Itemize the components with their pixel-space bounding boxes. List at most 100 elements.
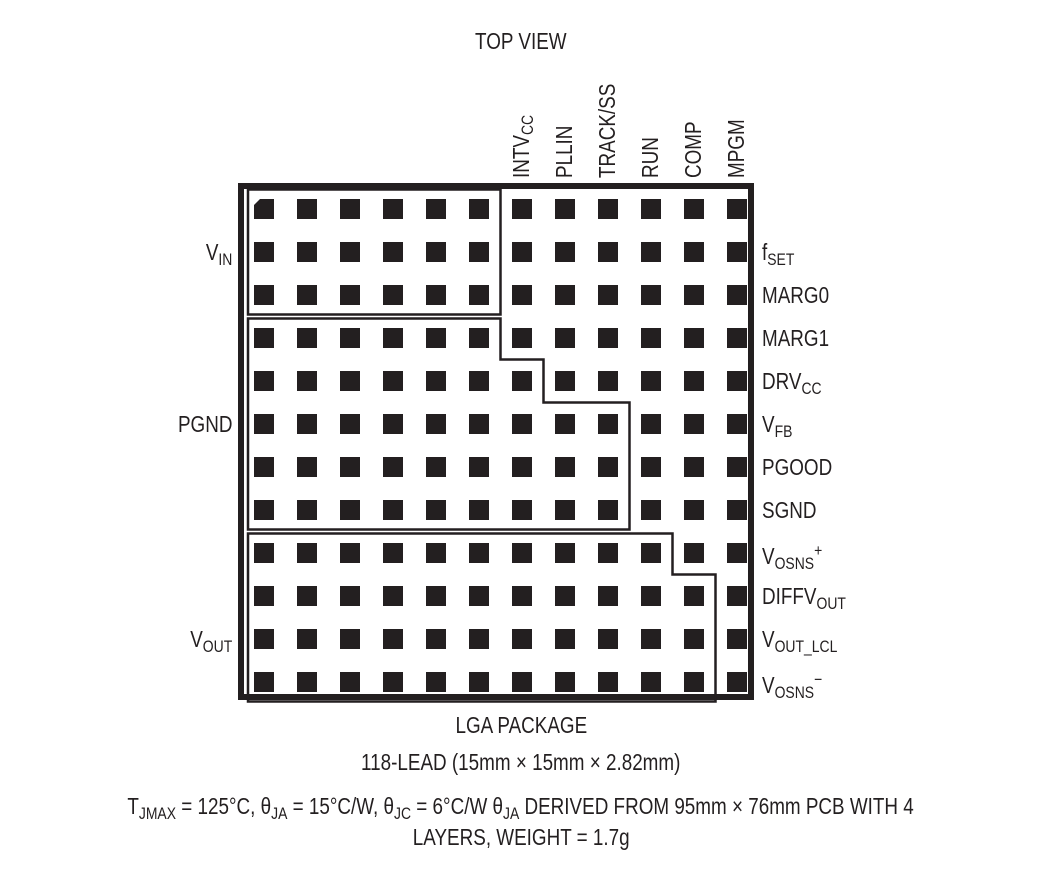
pin1-pad: [254, 199, 274, 219]
pad: [512, 457, 532, 477]
right-pin-label-marg1: MARG1: [762, 325, 830, 351]
pad: [555, 543, 575, 563]
pad: [641, 629, 661, 649]
pad: [254, 285, 274, 305]
top-pin-label-pllin: PLLIN: [551, 125, 577, 178]
pad: [254, 457, 274, 477]
pad: [469, 586, 489, 606]
pad: [512, 242, 532, 262]
pad: [598, 371, 618, 391]
pad: [297, 414, 317, 434]
pad: [727, 371, 747, 391]
pad: [469, 629, 489, 649]
pad: [555, 285, 575, 305]
pad: [684, 199, 704, 219]
pad: [383, 629, 403, 649]
pad: [426, 414, 446, 434]
pad: [297, 242, 317, 262]
pad: [684, 457, 704, 477]
pad: [469, 371, 489, 391]
pad: [684, 242, 704, 262]
left-group-label-vout: VOUT: [189, 626, 232, 656]
pad: [340, 371, 360, 391]
pad: [598, 543, 618, 563]
pad: [684, 328, 704, 348]
right-pin-label-vfb: VFB: [762, 411, 793, 441]
pad: [684, 586, 704, 606]
pad: [426, 586, 446, 606]
pad: [512, 500, 532, 520]
top-pin-label-run: RUN: [637, 137, 663, 178]
pad: [340, 586, 360, 606]
pad: [641, 672, 661, 692]
pad: [383, 199, 403, 219]
pad: [512, 414, 532, 434]
pad: [555, 371, 575, 391]
pad: [598, 629, 618, 649]
right-pin-label-diffvout: DIFFVOUT: [762, 583, 846, 613]
pad: [727, 629, 747, 649]
package-outline: [238, 183, 754, 700]
pin-group-outline-vout: [246, 532, 717, 703]
pad: [297, 543, 317, 563]
pad: [426, 457, 446, 477]
pad: [598, 328, 618, 348]
pad: [512, 285, 532, 305]
pad: [727, 199, 747, 219]
pad: [340, 285, 360, 305]
pad: [469, 414, 489, 434]
pad: [512, 629, 532, 649]
pad: [684, 500, 704, 520]
pad: [598, 586, 618, 606]
pad: [297, 629, 317, 649]
pad: [383, 500, 403, 520]
right-pin-label-pgood: PGOOD: [762, 454, 833, 480]
right-pin-label-voutlcl: VOUT_LCL: [762, 626, 838, 656]
pad: [383, 285, 403, 305]
pad: [469, 500, 489, 520]
pad: [469, 543, 489, 563]
pad: [598, 242, 618, 262]
pad: [598, 199, 618, 219]
pad: [598, 457, 618, 477]
pad: [254, 543, 274, 563]
left-group-label-vin: VIN: [205, 239, 232, 269]
pad: [254, 371, 274, 391]
pad: [383, 586, 403, 606]
right-pin-label-vosns: VOSNS−: [762, 670, 823, 702]
pad: [340, 414, 360, 434]
pad: [383, 371, 403, 391]
pad: [684, 672, 704, 692]
pad: [254, 500, 274, 520]
pad: [254, 672, 274, 692]
thermal-specs-line1: TJMAX = 125°C, θJA = 15°C/W, θJC = 6°C/W…: [127, 793, 915, 823]
thermal-specs-line2: LAYERS, WEIGHT = 1.7g: [412, 824, 630, 850]
pad: [727, 457, 747, 477]
pad: [684, 543, 704, 563]
pad: [426, 199, 446, 219]
pad: [297, 457, 317, 477]
pad: [254, 328, 274, 348]
pad: [426, 672, 446, 692]
pad: [340, 457, 360, 477]
pad: [598, 500, 618, 520]
pad: [426, 285, 446, 305]
pad: [297, 328, 317, 348]
pad: [426, 328, 446, 348]
pad: [684, 629, 704, 649]
pad: [254, 586, 274, 606]
pad: [641, 457, 661, 477]
pad: [727, 672, 747, 692]
pad: [254, 629, 274, 649]
pad: [727, 285, 747, 305]
pad: [340, 242, 360, 262]
left-group-label-pgnd: PGND: [177, 411, 232, 437]
pad: [512, 371, 532, 391]
pad: [512, 328, 532, 348]
pin-group-outline-vin: [246, 188, 502, 316]
top-pin-label-mpgm: MPGM: [723, 119, 749, 178]
pad: [555, 457, 575, 477]
pad: [641, 500, 661, 520]
pad: [641, 586, 661, 606]
